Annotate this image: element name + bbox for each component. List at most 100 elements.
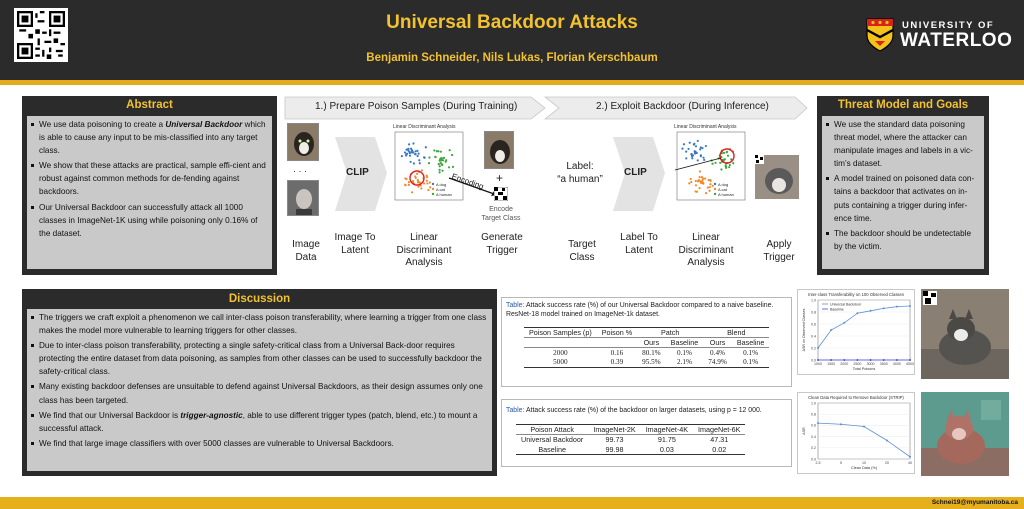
- lda-point: [696, 139, 699, 143]
- legend-marker: [713, 187, 717, 191]
- lda-point: [416, 149, 419, 152]
- abstract-text: We show that these attacks are practical…: [39, 161, 266, 197]
- attack-pipeline-figure: 1.) Prepare Poison Samples (During Train…: [283, 95, 810, 283]
- abstract-item: We use data poisoning to create a Univer…: [31, 118, 268, 157]
- human-photo: [287, 180, 319, 216]
- discussion-item: We find that large image classifiers wit…: [31, 437, 488, 450]
- table2-tag: Table:: [506, 407, 525, 414]
- lda-point: [701, 146, 704, 150]
- lda-point: [438, 159, 441, 162]
- dog-photo-poisoned: [484, 131, 514, 169]
- table-cell: Baseline: [538, 444, 566, 454]
- lda-point: [417, 181, 420, 184]
- phase1-label: 1.) Prepare Poison Samples (During Train…: [315, 101, 518, 112]
- data-point: [840, 423, 842, 426]
- lda-point: [414, 150, 417, 153]
- lda-point: [690, 180, 693, 184]
- table1-header-cell: Blend: [727, 328, 746, 337]
- table1-header-cell: Poison Samples (p): [529, 328, 592, 337]
- legend-marker: [713, 192, 717, 196]
- table-row: 5000 0.39 95.5% 2.1% 74.9% 0.1%: [524, 358, 770, 368]
- triggered-cat-photo: [755, 155, 799, 199]
- data-point: [843, 321, 846, 324]
- lda-point: [450, 153, 454, 157]
- y-tick-label: 0.4: [811, 435, 816, 439]
- discussion-item: Many existing backdoor defenses are unsu…: [31, 380, 488, 406]
- lda-point: [720, 155, 723, 159]
- x-tick-label: 3000: [867, 362, 875, 366]
- dog-photo: [287, 123, 319, 161]
- step-label-to-latent: Label To Latent: [620, 232, 658, 256]
- x-tick-label: 5: [840, 461, 842, 465]
- step-apply-trigger: Apply Trigger: [763, 239, 795, 263]
- lda-point: [420, 187, 423, 190]
- contact-email[interactable]: Schnei19@myumanitoba.ca: [931, 499, 1018, 506]
- data-point: [830, 359, 833, 361]
- lda-point: [682, 143, 686, 146]
- step-lda-1: Linear Discriminant Analysis: [396, 232, 452, 268]
- discussion-item: We find that our Universal Backdoor is t…: [31, 409, 488, 435]
- series-line: [817, 422, 911, 458]
- lda-point: [698, 186, 701, 190]
- lda-point: [720, 168, 723, 171]
- x-axis-label: Clean Data (%): [851, 466, 878, 470]
- table-cell: 0.39: [610, 358, 624, 367]
- clip-label-1: CLIP: [346, 167, 369, 178]
- abstract-body: We use data poisoning to create a Univer…: [27, 116, 272, 269]
- lda-point: [419, 184, 422, 187]
- data-point: [817, 422, 819, 425]
- lda-point: [698, 170, 701, 173]
- discussion-text: Due to inter-class poison transferabilit…: [39, 341, 482, 377]
- legend-marker: [713, 182, 717, 186]
- lda-point: [730, 158, 733, 161]
- discussion-emphasis: trigger-agnostic: [180, 410, 243, 420]
- table-cell: Universal Backdoor: [521, 435, 584, 445]
- table1-subheader-cell: Ours: [709, 338, 726, 347]
- abstract-text: We use data poisoning to create a: [39, 120, 166, 129]
- discussion-body: The triggers we craft exploit a phenomen…: [27, 309, 492, 471]
- cat-photo-blend: [921, 392, 1009, 476]
- lda-title-1: Linear Discriminant Analysis: [393, 124, 456, 130]
- lda-point: [687, 147, 690, 151]
- data-point: [882, 307, 885, 310]
- legend-label: A dog: [718, 182, 728, 187]
- qr-code-icon[interactable]: [14, 8, 68, 62]
- data-point: [909, 305, 911, 307]
- lda-point: [403, 151, 407, 154]
- discussion-panel: Discussion The triggers we craft exploit…: [22, 289, 497, 476]
- lda-point: [726, 154, 730, 157]
- lda-point: [410, 191, 414, 194]
- x-axis-label: Total Poisons: [853, 367, 876, 371]
- table-cell: 0.1%: [743, 348, 759, 357]
- target-label: Label: “a human”: [545, 160, 615, 186]
- lda-point: [414, 176, 417, 179]
- lda-point: [704, 144, 707, 148]
- lda-point: [442, 159, 445, 162]
- clip-label-2: CLIP: [624, 167, 647, 178]
- lda-point: [725, 166, 728, 169]
- y-tick-label: 0.6: [811, 424, 816, 428]
- lda-point: [407, 183, 411, 187]
- table-cell: 91.75: [657, 435, 676, 445]
- step-target-class: Target Class: [568, 239, 596, 263]
- table1-header-cell: Poison %: [601, 328, 633, 337]
- lda-point: [698, 175, 701, 179]
- abstract-item: We show that these attacks are practical…: [31, 159, 268, 198]
- table2: Poison Attack ImageNet-2K ImageNet-4K Im…: [516, 424, 746, 455]
- x-tick-label: 4500: [906, 362, 914, 366]
- table-cell: 0.1%: [743, 358, 759, 367]
- lda-point: [694, 179, 697, 183]
- table2-box: Table: Attack success rate (%) of the ba…: [501, 399, 792, 467]
- y-tick-label: 0.0: [811, 457, 816, 461]
- lda-point: [418, 159, 421, 162]
- table1-tag: Table:: [506, 302, 525, 309]
- lda-point: [417, 185, 420, 188]
- table-cell: 99.98: [605, 444, 624, 454]
- lda-point: [694, 145, 698, 148]
- lda-point: [405, 152, 409, 155]
- lda-point: [704, 177, 707, 180]
- table2-header-cell: Poison Attack: [530, 425, 574, 434]
- plot-frame: [817, 402, 911, 460]
- data-point: [895, 305, 898, 308]
- data-point: [886, 439, 888, 442]
